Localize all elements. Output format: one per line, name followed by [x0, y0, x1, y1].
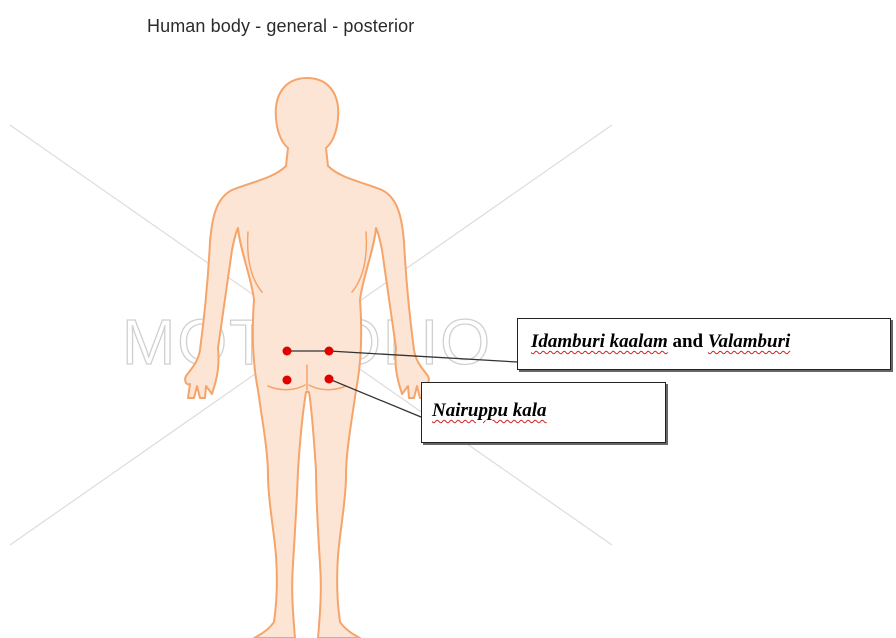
marker-upper-right — [325, 347, 334, 356]
callout-term-valamburi: Valamburi — [708, 331, 790, 352]
callout-idamburi-valamburi: Idamburi kaalam and Valamburi — [517, 318, 891, 370]
callout-nairuppu-kala: Nairuppu kala — [421, 382, 666, 443]
marker-upper-left — [283, 347, 292, 356]
callout-term-nairuppu: Nairuppu kala — [432, 400, 547, 421]
callout-conjunction: and — [672, 331, 703, 352]
marker-lower-left — [283, 376, 292, 385]
callout-term-idamburi: Idamburi kaalam — [531, 331, 668, 352]
marker-lower-right — [325, 375, 334, 384]
